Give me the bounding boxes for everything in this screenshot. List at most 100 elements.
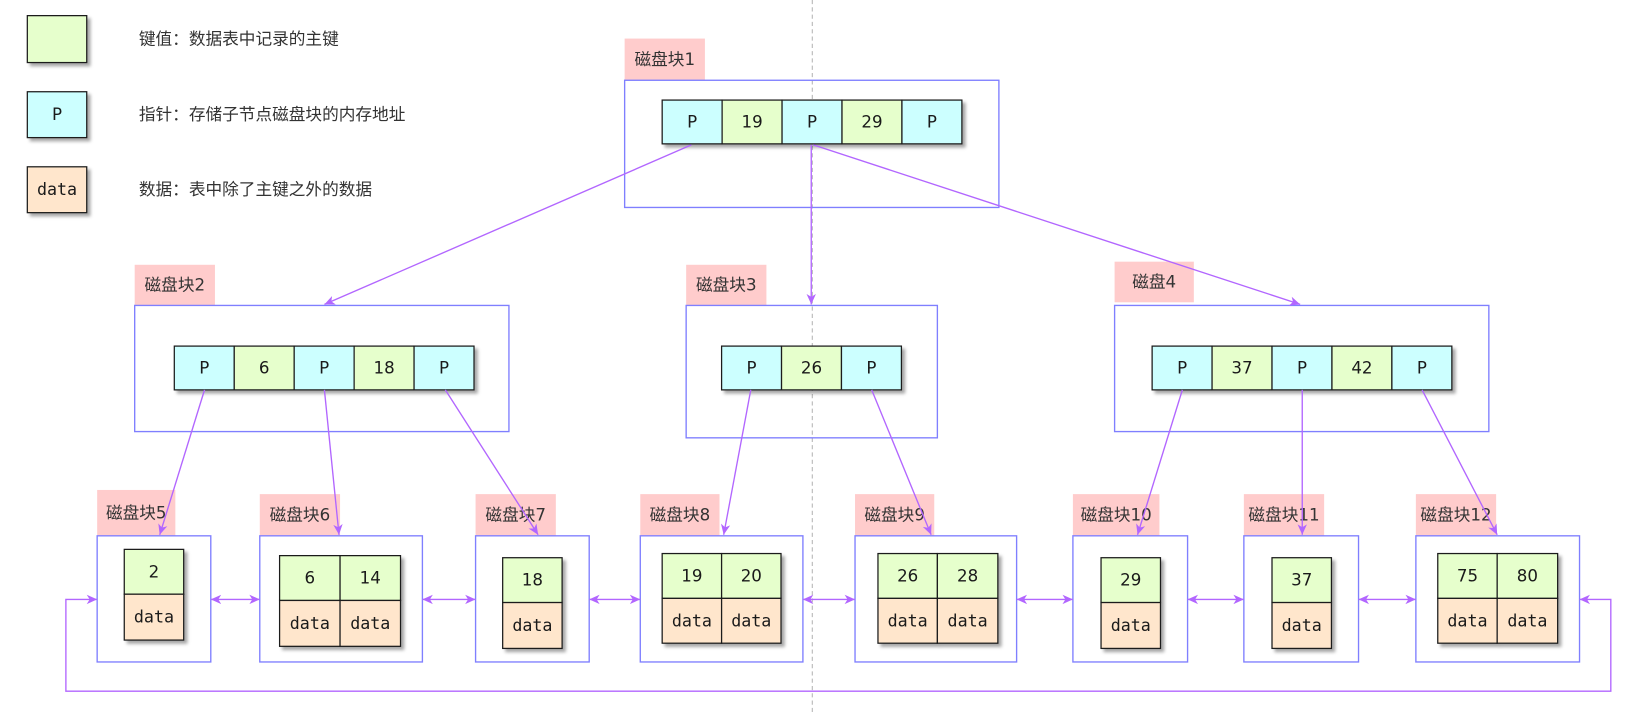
key-text: 80 [1517, 566, 1538, 585]
block-label-bg [259, 494, 341, 536]
key-cell [780, 345, 843, 391]
node-cells [1151, 345, 1453, 391]
leaf-cells [877, 552, 999, 644]
data-cell [1496, 597, 1559, 644]
disk-block-4: 磁盘4 P 37 P 42 P [1113, 261, 1490, 433]
block-label: 磁盘块1 [634, 50, 695, 69]
pointer-cell [840, 345, 903, 391]
cell-text: 42 [1351, 358, 1372, 377]
key-cell [1496, 552, 1559, 599]
pointer-cell [781, 99, 843, 145]
data-cell [1271, 601, 1333, 650]
data-cell [877, 597, 939, 644]
block-outline [685, 304, 939, 439]
cell-text: P [1177, 358, 1187, 377]
block-label: 磁盘块11 [1248, 505, 1319, 524]
data-cell [661, 597, 723, 644]
data-cell [936, 597, 999, 644]
legend-key-text: 键值：数据表中记录的主键 [139, 30, 339, 49]
pointer-cell [173, 345, 235, 391]
node-cells [661, 99, 963, 145]
block-label: 磁盘块8 [650, 505, 711, 524]
key-text: 28 [957, 566, 978, 585]
pointer-edge [871, 389, 932, 536]
key-text: 19 [681, 566, 702, 585]
data-text: data [948, 611, 988, 630]
legend-item-data: data 数据：表中除了主键之外的数据 [26, 166, 372, 214]
data-text: data [731, 611, 771, 630]
key-text: 29 [1120, 571, 1141, 590]
cell-text: P [927, 112, 937, 131]
pointer-edge [158, 389, 206, 535]
data-cell [278, 599, 341, 647]
key-cell [1211, 345, 1273, 391]
key-cell [661, 552, 723, 599]
disk-block-1: 磁盘块1 P 19 P 29 P [623, 38, 1000, 209]
cell-text: P [319, 358, 329, 377]
pointer-cell [1271, 345, 1333, 391]
leaf-cells [278, 555, 402, 647]
legend-data-sample: data [37, 180, 77, 199]
legend-item-pointer: P 指针：存储子节点磁盘块的内存地址 [26, 91, 406, 139]
cell-text: 6 [259, 358, 270, 377]
cell-text: P [866, 358, 876, 377]
legend-data-text: 数据：表中除了主键之外的数据 [139, 180, 372, 199]
disk-block-9: 磁盘块9 26 28 data data [854, 494, 1018, 663]
key-text: 37 [1291, 571, 1312, 590]
data-cell [720, 597, 782, 644]
disk-block-5: 磁盘块5 2 data [96, 489, 212, 663]
pointer-cell [293, 345, 355, 391]
pointer-edge [1421, 389, 1498, 536]
block-label: 磁盘块5 [106, 503, 167, 522]
block-label-bg [1114, 261, 1194, 303]
legend: 键值：数据表中记录的主键 P 指针：存储子节点磁盘块的内存地址 data 数据：… [26, 15, 406, 214]
disk-block-7: 磁盘块7 18 data [474, 494, 590, 663]
disk-block-8: 磁盘块8 19 20 data data [639, 494, 804, 663]
legend-item-key: 键值：数据表中记录的主键 [26, 15, 339, 64]
data-text: data [1111, 616, 1151, 635]
pointer-edges [158, 144, 1498, 536]
key-text: 18 [522, 571, 543, 590]
pointer-edge [1136, 389, 1184, 535]
block-label-bg [855, 494, 935, 536]
key-text: 6 [305, 569, 316, 588]
legend-key-swatch [26, 15, 88, 64]
block-label-bg [1243, 494, 1325, 536]
cell-text: P [807, 112, 817, 131]
cell-text: P [1297, 358, 1307, 377]
disk-block-2: 磁盘块2 P 6 P 18 P [134, 264, 510, 433]
cell-text: 26 [801, 358, 822, 377]
block-outline [134, 304, 510, 433]
pointer-cell [661, 99, 723, 145]
key-text: 20 [741, 566, 762, 585]
key-text: 2 [149, 562, 160, 581]
data-text: data [672, 611, 712, 630]
data-text: data [134, 608, 174, 627]
leaf-loop-edge [65, 594, 1612, 692]
key-text: 26 [897, 566, 918, 585]
pointer-cell [1391, 345, 1453, 391]
pointer-cell [901, 99, 963, 145]
block-label-bg [640, 494, 720, 536]
block-label-bg [686, 264, 767, 306]
pointer-cell [413, 345, 475, 391]
pointer-edge [444, 389, 539, 536]
data-text: data [888, 611, 928, 630]
key-cell [339, 555, 402, 602]
data-text: data [512, 616, 552, 635]
block-label-bg [475, 494, 556, 536]
block-label: 磁盘块3 [696, 276, 757, 295]
block-label: 磁盘4 [1132, 272, 1176, 291]
node-cells [173, 345, 475, 391]
block-label-bg [134, 264, 215, 306]
data-text: data [290, 614, 330, 633]
key-text: 75 [1457, 566, 1478, 585]
data-text: data [1507, 611, 1547, 630]
block-label-bg [624, 38, 705, 81]
legend-pointer-text: 指针：存储子节点磁盘块的内存地址 [139, 105, 406, 124]
disk-block-12: 磁盘块12 75 80 data data [1415, 494, 1581, 663]
pointer-edge [323, 389, 343, 535]
key-text: 14 [360, 569, 381, 588]
disk-block-11: 磁盘块11 37 data [1243, 494, 1360, 663]
